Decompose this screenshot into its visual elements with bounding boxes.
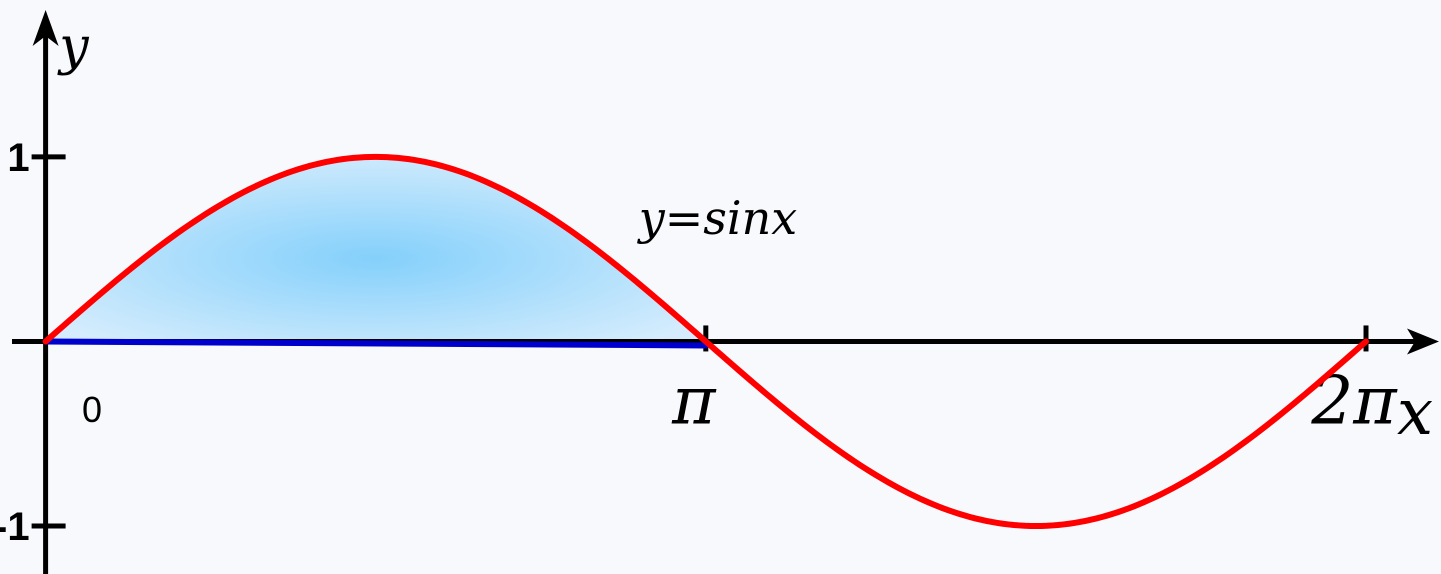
sine-curve <box>42 153 1370 530</box>
shaded-baseline <box>42 338 709 349</box>
y-tick-label: -1 <box>0 505 30 549</box>
x-tick-label: 2π <box>1310 362 1398 439</box>
y-tick-label: 1 <box>7 136 29 180</box>
y-axis-label: y <box>57 17 89 77</box>
x-axis-arrow <box>1407 328 1439 355</box>
y-ticks: 1 -1 <box>0 136 66 549</box>
shaded-area <box>45 156 706 342</box>
origin-label: 0 <box>82 389 102 430</box>
x-tick-label: π <box>671 362 717 439</box>
y-axis-arrow <box>32 10 59 46</box>
curve-label: y=sinx <box>637 191 797 245</box>
x-axis-label: x <box>1397 376 1433 450</box>
